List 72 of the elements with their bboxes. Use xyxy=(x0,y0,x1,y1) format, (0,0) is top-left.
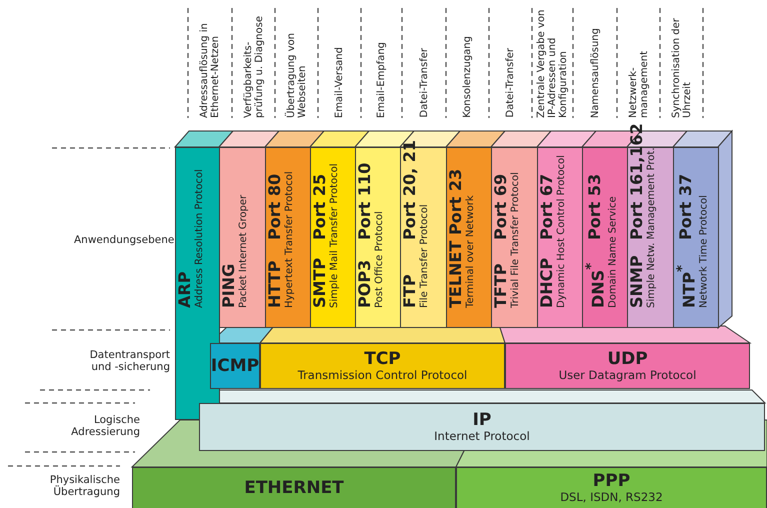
port-number: Port 67 xyxy=(538,174,556,240)
column-caption: Datei-Transfer xyxy=(505,48,516,118)
protocol-description: Trivial File Transfer Protocol xyxy=(510,172,522,308)
column-caption: Email-Versand xyxy=(334,46,345,118)
protocol-box xyxy=(446,147,492,328)
protocol-description: Transmission Control Protocol xyxy=(298,369,468,382)
column-caption: Namensauflösung xyxy=(590,28,600,118)
protocol-box xyxy=(260,343,505,389)
column-caption: Synchronisation der Uhrzeit xyxy=(670,17,692,118)
protocol-name: ICMP xyxy=(210,356,260,376)
column-caption: Email-Empfang xyxy=(376,42,387,118)
protocol-description: Packet Internet Groper xyxy=(238,194,250,308)
column-caption: Datei-Transfer xyxy=(418,48,430,118)
port-number: Port 80 xyxy=(266,174,284,240)
protocol-description: Simple Netw. Management Prot. xyxy=(646,147,658,308)
protocol-name: FTP xyxy=(401,273,419,308)
protocol-description: Simple Mail Transfer Protocol xyxy=(329,163,341,308)
protocol-description: Dynamic Host Control Protocol xyxy=(556,155,568,308)
protocol-description: Domain Name Service xyxy=(607,196,620,308)
protocol-description: Network Time Protocol xyxy=(698,195,710,308)
protocol-name: SNMP xyxy=(628,254,646,308)
protocol-name: SMTP xyxy=(311,256,329,308)
protocol-description: File Transfer Protocol xyxy=(419,204,431,308)
port-number: Port 53 xyxy=(586,174,604,240)
protocol-description: Post Office Protocol xyxy=(374,211,386,308)
column-caption: Zentrale Vergabe von IP-Adressen und Konfiguration xyxy=(536,8,569,118)
column-caption: Übertragung von Webseiten xyxy=(286,32,308,118)
protocol-name: TELNET xyxy=(447,240,465,308)
protocol-description: Internet Protocol xyxy=(434,430,530,443)
protocol-description: Terminal over Network xyxy=(465,195,477,308)
protocol-name: PING xyxy=(220,264,238,308)
protocol-name: DHCP xyxy=(538,256,556,308)
protocol-box xyxy=(310,147,356,328)
protocol-box xyxy=(505,343,750,389)
column-caption: Adressauflösung in Ethernet-Netzen xyxy=(199,22,221,118)
protocol-name: ETHERNET xyxy=(244,478,344,498)
port-number: Port 110 xyxy=(356,162,374,240)
protocol-description: Address Resolution Protocol xyxy=(194,169,206,308)
protocol-name: HTTP xyxy=(266,260,284,308)
column-caption: Verfügbarkeits- prüfung u. Diagnose xyxy=(242,15,264,118)
protocol-description: DSL, ISDN, RS232 xyxy=(560,491,663,504)
protocol-name: UDP xyxy=(607,350,648,369)
column-caption: Konsolenzugang xyxy=(462,36,473,118)
protocol-box xyxy=(537,147,583,328)
layer-label: Datentransport und -sicherung xyxy=(88,349,170,373)
layer-label: Physikalische Übertragung xyxy=(48,474,120,498)
protocol-box xyxy=(673,147,719,328)
protocol-box xyxy=(210,343,260,389)
protocol-name: ARP xyxy=(176,272,194,308)
port-number: Port 161,162 xyxy=(628,123,646,240)
port-number: Port 37 xyxy=(677,174,696,240)
protocol-box xyxy=(219,147,266,328)
protocol-box xyxy=(355,147,401,328)
protocol-name: TCP xyxy=(364,350,401,369)
protocol-description: User Datagram Protocol xyxy=(558,369,696,382)
port-number: Port 20, 21 xyxy=(401,140,419,240)
protocol-box xyxy=(582,147,628,328)
protocol-name: TFTP xyxy=(492,262,510,308)
protocol-box xyxy=(132,467,456,508)
port-number: Port 25 xyxy=(311,174,329,240)
port-number: Port 23 xyxy=(447,168,465,235)
protocol-box xyxy=(456,467,767,508)
layer-label: Logische Adressierung xyxy=(70,414,140,438)
protocol-name: PPP xyxy=(592,472,630,491)
protocol-box xyxy=(199,403,765,451)
protocol-box xyxy=(491,147,538,328)
port-number: Port 69 xyxy=(492,174,510,240)
column-caption: Netzwerk- management xyxy=(628,50,650,118)
protocol-name: POP3 xyxy=(356,258,374,308)
protocol-description: Hypertext Transfer Protocol xyxy=(284,171,296,308)
protocol-box xyxy=(265,147,311,328)
protocol-name: IP xyxy=(472,411,492,430)
